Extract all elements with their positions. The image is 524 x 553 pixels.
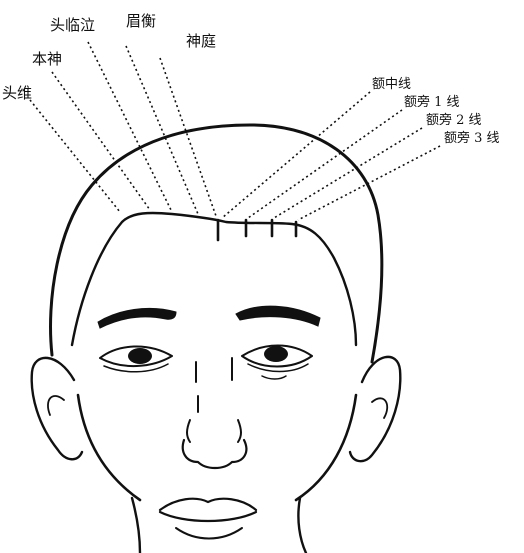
left-leader-lines: [30, 42, 216, 216]
label-ezhong: 额中线: [372, 77, 411, 92]
right-ear: [350, 357, 400, 461]
left-ear: [32, 358, 82, 459]
label-epang-2: 额旁 2 线: [426, 112, 482, 128]
right-eye: [242, 346, 312, 380]
label-toulinqi: 头临泣: [50, 16, 95, 34]
label-shenting: 神庭: [186, 32, 216, 50]
left-eyebrow: [98, 308, 176, 328]
label-meichong: 眉衡: [126, 12, 156, 30]
nose: [183, 358, 247, 468]
right-leader-lines: [222, 92, 440, 220]
label-benshen: 本神: [32, 50, 62, 68]
mouth: [160, 499, 256, 539]
left-eye: [100, 346, 172, 371]
right-eyebrow: [236, 306, 320, 326]
label-epang-3: 额旁 3 线: [444, 130, 500, 146]
head-outline: [51, 125, 382, 553]
label-epang-1: 额旁 1 线: [404, 94, 460, 110]
label-touwei: 头维: [2, 84, 32, 102]
